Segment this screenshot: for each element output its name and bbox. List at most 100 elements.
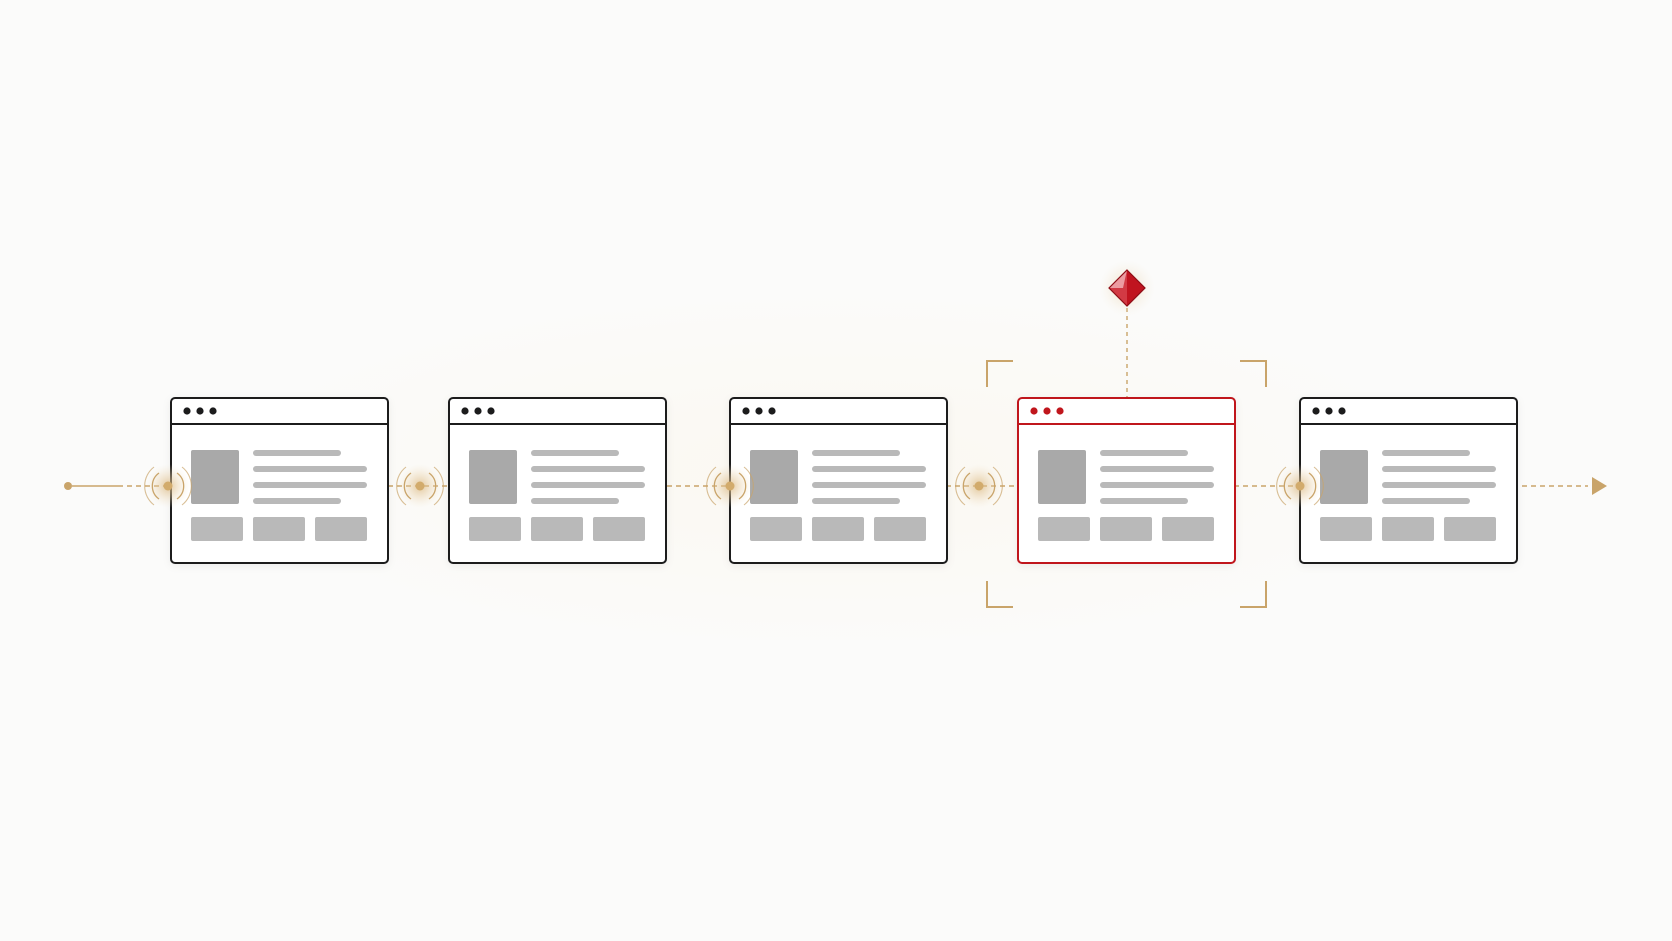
text-line-placeholder-3 [1382, 482, 1496, 488]
window-control-dot-2 [1325, 407, 1333, 415]
ripple-arc-right-outer [181, 466, 192, 506]
ripple-arc-right-inner [1308, 472, 1317, 500]
text-line-placeholder-3 [531, 482, 645, 488]
browser-window-1 [170, 397, 389, 564]
text-line-placeholder-3 [253, 482, 367, 488]
button-placeholder-3 [874, 517, 926, 541]
text-line-placeholder-1 [1100, 450, 1188, 456]
image-placeholder [1320, 450, 1368, 504]
browser-window-4 [1017, 397, 1236, 564]
image-placeholder [750, 450, 798, 504]
ripple-arc-left-inner [713, 472, 722, 500]
ripple-arc-left-outer [955, 466, 966, 506]
window-control-dot-2 [196, 407, 204, 415]
button-placeholder-3 [593, 517, 645, 541]
connector-node-3 [706, 464, 754, 508]
connector-node-5 [1276, 464, 1324, 508]
ripple-arc-right-outer [992, 466, 1003, 506]
image-placeholder [191, 450, 239, 504]
text-line-placeholder-4 [1382, 498, 1470, 504]
text-line-placeholder-2 [1100, 466, 1214, 472]
ripple-arc-right-inner [428, 472, 437, 500]
button-placeholder-1 [469, 517, 521, 541]
button-placeholder-3 [315, 517, 367, 541]
image-placeholder [1038, 450, 1086, 504]
text-line-placeholder-2 [1382, 466, 1496, 472]
button-placeholder-1 [1320, 517, 1372, 541]
connector-node-1 [144, 464, 192, 508]
focus-bracket-bottom-left [986, 581, 1013, 608]
ripple-arc-right-inner [987, 472, 996, 500]
ripple-arc-right-outer [743, 466, 754, 506]
button-placeholder-2 [812, 517, 864, 541]
gem-outline [1108, 269, 1146, 307]
window-control-dot-1 [1312, 407, 1320, 415]
text-line-placeholder-3 [1100, 482, 1214, 488]
ripple-arc-left-inner [962, 472, 971, 500]
flow-arrow-icon [1592, 477, 1607, 495]
ripple-arc-right-inner [738, 472, 747, 500]
window-control-dot-3 [487, 407, 495, 415]
window-control-dot-2 [474, 407, 482, 415]
node-core [974, 481, 984, 491]
browser-window-3 [729, 397, 948, 564]
window-control-dot-3 [209, 407, 217, 415]
highlight-group [986, 260, 1267, 608]
focus-bracket-top-left [986, 360, 1013, 387]
ripple-arc-left-outer [396, 466, 407, 506]
ripple-arc-left-inner [1283, 472, 1292, 500]
button-placeholder-1 [750, 517, 802, 541]
text-line-placeholder-4 [812, 498, 900, 504]
button-placeholder-2 [531, 517, 583, 541]
browser-window-5 [1299, 397, 1518, 564]
button-placeholder-2 [1100, 517, 1152, 541]
button-placeholder-3 [1444, 517, 1496, 541]
ripple-arc-left-inner [151, 472, 160, 500]
text-line-placeholder-4 [1100, 498, 1188, 504]
window-control-dot-3 [1056, 407, 1064, 415]
ripple-arc-left-outer [1276, 466, 1287, 506]
button-placeholder-2 [253, 517, 305, 541]
focus-bracket-top-right [1240, 360, 1267, 387]
window-control-dot-3 [1338, 407, 1346, 415]
text-line-placeholder-1 [531, 450, 619, 456]
node-core [415, 481, 425, 491]
window-control-dot-1 [1030, 407, 1038, 415]
ripple-arc-left-inner [403, 472, 412, 500]
button-placeholder-1 [1038, 517, 1090, 541]
focus-bracket-bottom-right [1240, 581, 1267, 608]
node-core [163, 481, 173, 491]
window-control-dot-1 [183, 407, 191, 415]
connector-nodes [144, 464, 1324, 508]
text-line-placeholder-2 [812, 466, 926, 472]
text-line-placeholder-1 [253, 450, 341, 456]
connector-node-2 [396, 464, 444, 508]
text-line-placeholder-1 [1382, 450, 1470, 456]
flow-start-dot [64, 482, 72, 490]
window-control-dot-1 [461, 407, 469, 415]
node-core [725, 481, 735, 491]
node-core [1295, 481, 1305, 491]
ripple-arc-left-outer [144, 466, 155, 506]
text-line-placeholder-3 [812, 482, 926, 488]
ripple-arc-right-outer [433, 466, 444, 506]
diamond-gem-icon [1099, 260, 1155, 316]
ripple-arc-right-outer [1313, 466, 1324, 506]
button-placeholder-2 [1382, 517, 1434, 541]
button-placeholder-1 [191, 517, 243, 541]
text-line-placeholder-4 [253, 498, 341, 504]
window-control-dot-2 [1043, 407, 1051, 415]
connector-node-4 [955, 464, 1003, 508]
browser-window-2 [448, 397, 667, 564]
window-control-dot-1 [742, 407, 750, 415]
text-line-placeholder-2 [531, 466, 645, 472]
button-placeholder-3 [1162, 517, 1214, 541]
ripple-arc-left-outer [706, 466, 717, 506]
window-sequence [170, 397, 1518, 564]
ripple-arc-right-inner [176, 472, 185, 500]
text-line-placeholder-2 [253, 466, 367, 472]
text-line-placeholder-1 [812, 450, 900, 456]
text-line-placeholder-4 [531, 498, 619, 504]
image-placeholder [469, 450, 517, 504]
